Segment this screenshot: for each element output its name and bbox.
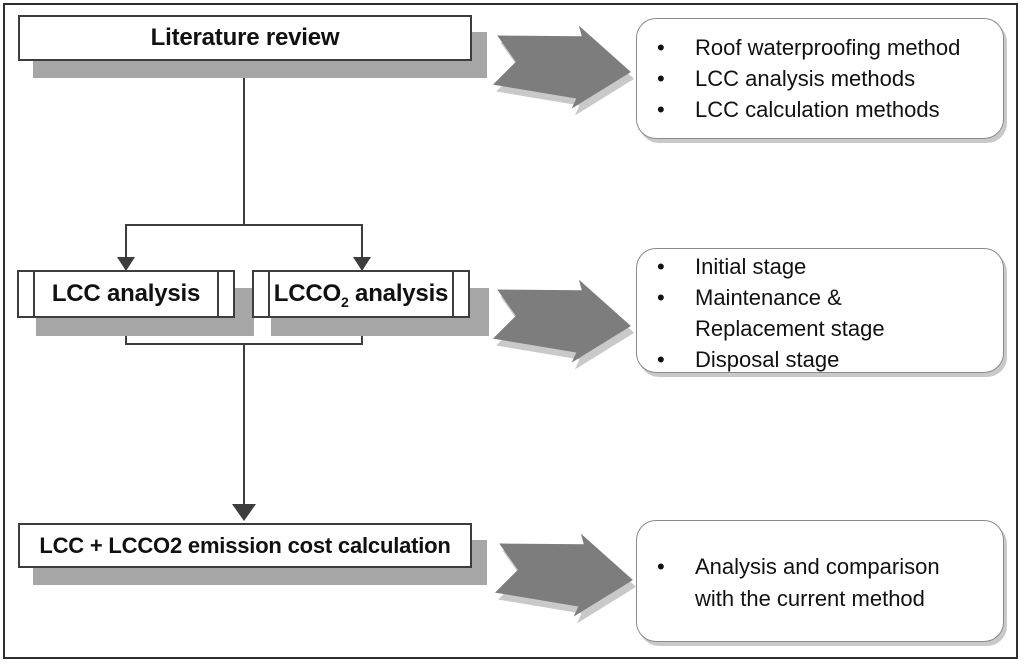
connector-lcc-down: [125, 318, 127, 345]
calculation-box: LCC + LCCO2 emission cost calculation: [18, 523, 472, 568]
lcc-analysis-box: LCC analysis: [17, 270, 235, 318]
stages-panel: • Initial stage • Maintenance & Replacem…: [636, 248, 1004, 373]
connector-branch-right-down: [361, 224, 363, 260]
lcco2-label-subscript: 2: [341, 293, 349, 310]
arrowhead-down-icon: [353, 257, 371, 271]
list-item: • Disposal stage: [637, 344, 1003, 375]
bullet-icon: •: [657, 554, 665, 579]
right-arrow-icon: [492, 279, 635, 370]
list-item: • Maintenance & Replacement stage: [637, 282, 1003, 344]
predefined-process-bar: [33, 271, 35, 317]
arrowhead-down-icon: [232, 504, 256, 521]
literature-topics-panel: • Roof waterproofing method • LCC analys…: [636, 18, 1004, 139]
bullet-icon: •: [657, 35, 665, 60]
list-item: • Analysis and comparison with the curre…: [637, 551, 1003, 615]
bullet-icon: •: [657, 97, 665, 122]
list-item: • Initial stage: [637, 251, 1003, 282]
connector-branch-left-down: [125, 224, 127, 260]
arrowhead-down-icon: [117, 257, 135, 271]
right-arrow-icon: [494, 533, 637, 624]
lcco2-label-main: LCCO: [273, 280, 341, 307]
predefined-process-bar: [268, 271, 270, 317]
literature-review-box: Literature review: [18, 15, 472, 61]
lcc-analysis-label: LCC analysis: [51, 280, 201, 307]
list-item: • Roof waterproofing method: [637, 32, 1003, 63]
connector-branch-top: [125, 224, 363, 226]
right-arrow-icon: [492, 25, 635, 116]
lcco2-analysis-label: LCCO2 analysis: [273, 280, 449, 310]
bullet-icon: •: [657, 285, 665, 310]
connector-literature-down: [243, 59, 245, 226]
bullet-icon: •: [657, 254, 665, 279]
predefined-process-bar: [452, 271, 454, 317]
figure-border: [3, 3, 1018, 659]
bullet-icon: •: [657, 66, 665, 91]
literature-review-label: Literature review: [150, 24, 340, 51]
list-item: • LCC calculation methods: [637, 94, 1003, 125]
bullet-icon: •: [657, 347, 665, 372]
comparison-panel: • Analysis and comparison with the curre…: [636, 520, 1004, 642]
calculation-label: LCC + LCCO2 emission cost calculation: [39, 532, 451, 558]
list-item: • LCC analysis methods: [637, 63, 1003, 94]
connector-lcco2-down: [361, 318, 363, 345]
connector-join-down: [243, 343, 245, 507]
lcco2-label-tail: analysis: [348, 280, 449, 307]
predefined-process-bar: [217, 271, 219, 317]
lcco2-analysis-box: LCCO2 analysis: [252, 270, 470, 318]
